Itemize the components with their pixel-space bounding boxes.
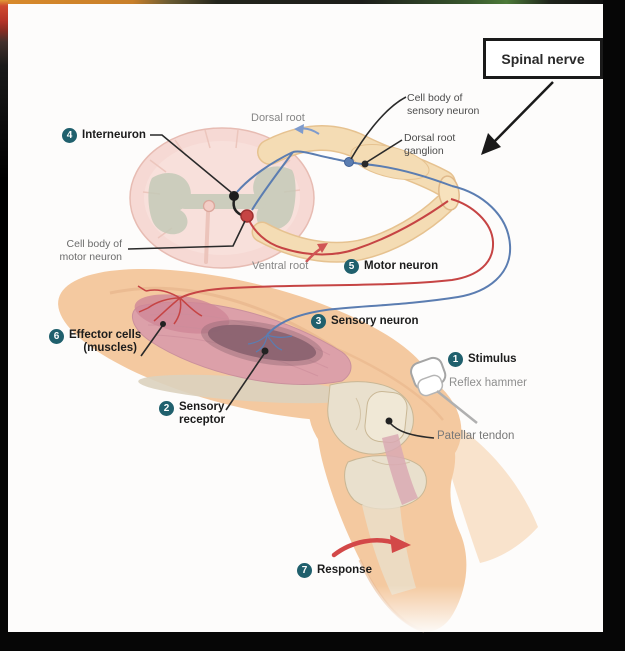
- femur-shaft: [138, 374, 358, 404]
- step-label-effector-cells: 6 Effector cells (muscles): [49, 329, 142, 355]
- motor-neuron-fiber: [137, 198, 495, 325]
- muscle-spindle: [201, 320, 323, 366]
- spinal-nerve-arrow: [481, 81, 554, 155]
- gray-matter: [148, 166, 296, 235]
- stimulus-label: Stimulus: [468, 353, 517, 365]
- patellar-tendon-label: Patellar tendon: [437, 430, 515, 442]
- reflex-hammer-icon: [410, 356, 478, 424]
- neuron-cell-bodies: [229, 157, 369, 223]
- interneuron-label: Interneuron: [82, 129, 146, 141]
- step-label-sensory-neuron: 3 Sensory neuron: [311, 314, 419, 329]
- motor-neuron-label: Motor neuron: [364, 260, 439, 272]
- sensory-ending-branches: [247, 334, 293, 353]
- sensory-neuron-cell-body: [344, 157, 354, 167]
- spinal-nerve-label: Spinal nerve: [501, 50, 585, 67]
- dorsal-root-ganglion-label: Dorsal root ganglion: [404, 132, 456, 157]
- step-badge-4: 4: [62, 128, 77, 143]
- step-badge-2: 2: [159, 401, 174, 416]
- step-label-interneuron: 4 Interneuron: [62, 128, 146, 143]
- impulse-direction-arrow-ventral: [305, 243, 328, 263]
- step-label-sensory-receptor: 2 Sensory receptor: [159, 401, 225, 427]
- dorsal-root-ganglion-shape: [350, 144, 430, 180]
- impulse-direction-arrow-dorsal: [294, 124, 320, 135]
- patellar-tendon-shape: [382, 434, 418, 505]
- nerve-roots: [251, 125, 460, 263]
- step-label-stimulus: 1 Stimulus: [448, 352, 517, 367]
- left-edge-strip: [0, 0, 8, 300]
- response-label: Response: [317, 564, 372, 576]
- motor-neuron-cell-body: [240, 209, 254, 223]
- motor-ending-branches: [137, 285, 203, 325]
- spinal-nerve-callout-box: Spinal nerve: [483, 38, 603, 79]
- step-label-motor-neuron: 5 Motor neuron: [344, 259, 438, 274]
- cell-body-motor-label: Cell body of motor neuron: [59, 238, 122, 263]
- reflex-hammer-label: Reflex hammer: [449, 377, 527, 389]
- step-badge-3: 3: [311, 314, 326, 329]
- step-badge-7: 7: [297, 563, 312, 578]
- leg-illustration: [58, 268, 580, 633]
- label-leader-lines: [127, 96, 435, 439]
- central-canal: [202, 199, 216, 213]
- step-label-response: 7 Response: [297, 563, 372, 578]
- cell-body-sensory-label: Cell body of sensory neuron: [407, 92, 480, 117]
- sensory-receptor-label: Sensory receptor: [179, 401, 226, 426]
- dorsal-root-label: Dorsal root: [251, 112, 305, 124]
- response-arrow-icon: [331, 535, 411, 558]
- sensory-neuron-label: Sensory neuron: [331, 315, 419, 327]
- step-badge-6: 6: [49, 329, 64, 344]
- ventral-root-label: Ventral root: [252, 260, 309, 272]
- step-badge-5: 5: [344, 259, 359, 274]
- step-badge-1: 1: [448, 352, 463, 367]
- effector-cells-label: Effector cells (muscles): [69, 329, 142, 354]
- spinal-nerve-cut-end: [438, 175, 460, 211]
- top-edge-strip: [0, 0, 603, 4]
